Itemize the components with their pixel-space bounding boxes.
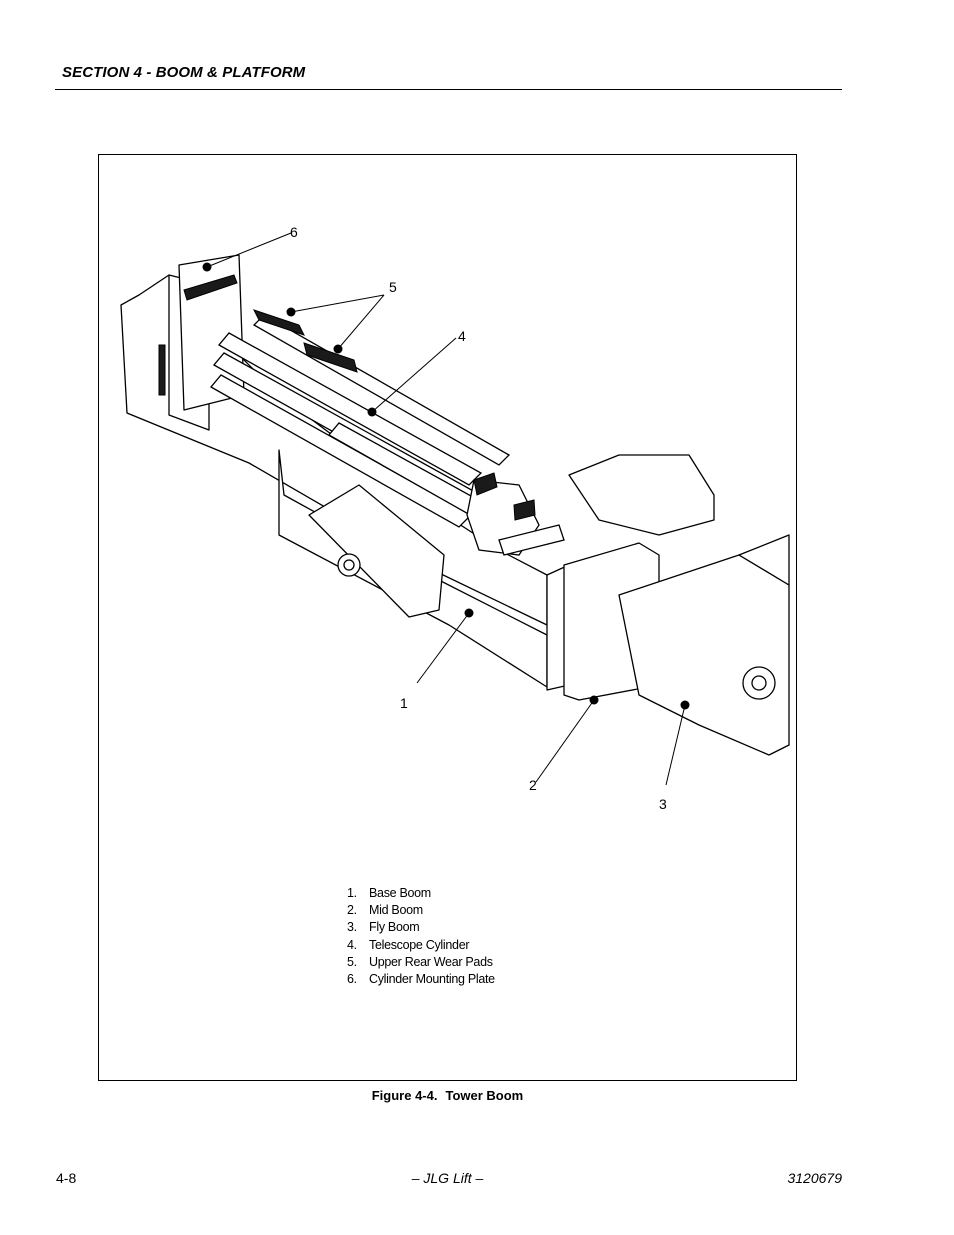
- legend-item: 3.Fly Boom: [347, 920, 420, 935]
- figure-caption-number: Figure 4-4.: [371, 1088, 438, 1103]
- callout-5: 5: [389, 279, 397, 295]
- legend-item: 2.Mid Boom: [347, 903, 423, 918]
- legend-item: 5.Upper Rear Wear Pads: [347, 954, 493, 969]
- tower-boom-illustration: [120, 232, 790, 786]
- legend-item: 1.Base Boom: [347, 886, 431, 900]
- callout-2: 2: [529, 777, 537, 793]
- figure-caption: Figure 4-4. Tower Boom: [0, 1088, 895, 1103]
- document-number: 3120679: [787, 1170, 842, 1186]
- callout-6: 6: [290, 224, 298, 240]
- page-number: 4-8: [56, 1170, 77, 1186]
- legend-item: 4.Telescope Cylinder: [347, 937, 470, 952]
- header-rule: [55, 89, 842, 90]
- callout-1: 1: [400, 695, 408, 711]
- figure-frame: 6 5 4 1 2 3 1.Base Boom 2.Mid Boom 3.Fly…: [98, 154, 797, 1081]
- section-header: SECTION 4 - BOOM & PLATFORM: [62, 64, 306, 81]
- callout-4: 4: [458, 328, 466, 344]
- callout-3: 3: [659, 796, 667, 812]
- figure-caption-title: Tower Boom: [445, 1088, 524, 1103]
- figure-legend: 1.Base Boom 2.Mid Boom 3.Fly Boom 4.Tele…: [347, 885, 495, 988]
- footer-publisher: – JLG Lift –: [411, 1170, 484, 1186]
- legend-item: 6.Cylinder Mounting Plate: [347, 971, 495, 986]
